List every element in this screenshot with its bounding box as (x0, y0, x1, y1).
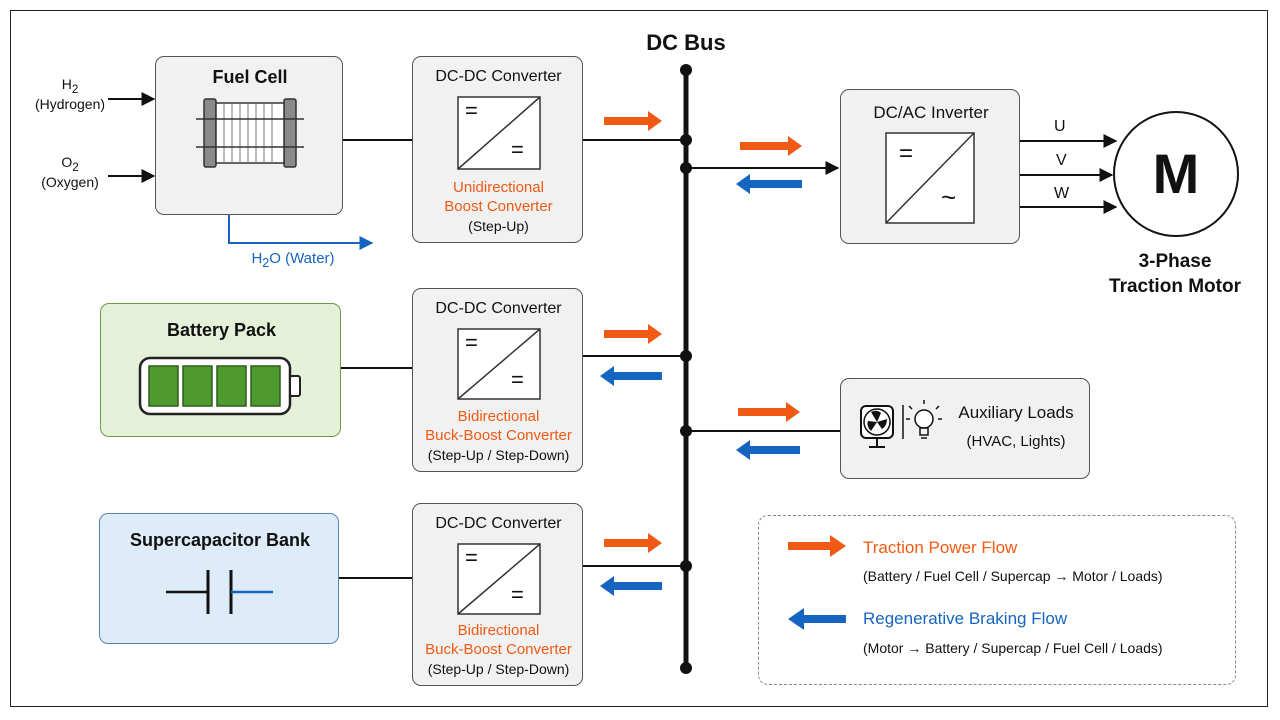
regen-arrow-aux (736, 440, 800, 460)
converter-fc-line2: Boost Converter (444, 198, 553, 215)
water-suffix: O (Water) (269, 250, 335, 267)
traction-arrow-fc (604, 111, 662, 131)
traction-arrow-sc (604, 533, 662, 553)
converter-batt-line2: Buck-Boost Converter (425, 427, 572, 444)
fan-icon (860, 405, 894, 448)
converter-fc-dc-in-symbol: = (465, 98, 478, 123)
inverter-title: DC/AC Inverter (873, 103, 989, 122)
water-prefix: H (251, 250, 263, 267)
supercap-bank-title: Supercapacitor Bank (129, 530, 311, 550)
o2-formula: O (61, 154, 73, 170)
regen-arrow-inverter (736, 174, 802, 194)
dc-bus-title: DC Bus (646, 30, 726, 55)
battery-pack-box: Battery Pack (100, 303, 341, 437)
converter-fc-line3: (Step-Up) (468, 218, 529, 234)
fuel-cell-box: Fuel Cell (155, 56, 343, 215)
converter-sc-title: DC-DC Converter (435, 515, 562, 532)
diagram-frame (10, 10, 1268, 707)
o2-input-label: O2 (Oxygen) (30, 154, 110, 190)
converter-batt-box: DC-DC Converter = = Bidirectional Buck-B… (412, 288, 583, 472)
converter-sc-dc-in-symbol: = (465, 545, 478, 570)
phase-v-label: V (1056, 152, 1067, 169)
regen-arrow-batt (600, 366, 662, 386)
legend-traction-label: Traction Power Flow (863, 538, 1018, 557)
phase-w-label: W (1054, 185, 1070, 202)
aux-loads-title: Auxiliary Loads (958, 403, 1074, 422)
converter-sc-dc-out-symbol: = (511, 582, 524, 607)
legend-regen-arrow (788, 608, 846, 630)
fuel-cell-stack-icon (196, 98, 304, 168)
bus-node-top (680, 64, 692, 76)
inverter-symbol-icon (885, 132, 975, 224)
inverter-dc-symbol: = (899, 140, 914, 167)
converter-fc-box: DC-DC Converter = = Unidirectional Boost… (412, 56, 583, 243)
capacitor-icon (166, 570, 273, 614)
aux-loads-box: Auxiliary Loads (HVAC, Lights) (840, 378, 1090, 479)
converter-fc-dc-out-symbol: = (511, 137, 524, 162)
converter-fc-line1: Unidirectional (453, 179, 544, 196)
o2-name: (Oxygen) (41, 173, 99, 190)
h2-input-label: H2 (Hydrogen) (30, 76, 110, 112)
regen-arrow-sc (600, 576, 662, 596)
water-output-label: H2O (Water) (238, 250, 348, 270)
traction-arrow-aux (738, 402, 800, 422)
traction-arrow-batt (604, 324, 662, 344)
supercap-bank-box: Supercapacitor Bank (99, 513, 339, 644)
motor-circle (1113, 111, 1239, 237)
legend-box: Traction Power Flow (Battery / Fuel Cell… (758, 515, 1236, 685)
converter-sc-line3: (Step-Up / Step-Down) (427, 661, 570, 677)
converter-sc-symbol-icon (457, 543, 541, 615)
motor-label-line1: 3-Phase (1138, 251, 1212, 272)
legend-regen-desc: (Motor → Battery / Supercap / Fuel Cell … (863, 640, 1163, 656)
phase-u-label: U (1054, 118, 1066, 135)
battery-icon (138, 356, 301, 416)
converter-batt-title: DC-DC Converter (435, 300, 562, 317)
aux-icons (860, 400, 942, 448)
traction-arrow-inverter (740, 136, 802, 156)
h2-formula: H (61, 76, 72, 92)
converter-sc-line2: Buck-Boost Converter (425, 641, 572, 658)
converter-batt-symbol-icon (457, 328, 541, 400)
converter-sc-box: DC-DC Converter = = Bidirectional Buck-B… (412, 503, 583, 686)
inverter-ac-symbol: ~ (941, 182, 957, 212)
h2-name: (Hydrogen) (34, 95, 106, 112)
legend-traction-arrow (788, 535, 846, 557)
light-bulb-icon (906, 400, 942, 439)
h2-subscript: 2 (71, 82, 79, 96)
converter-sc-line1: Bidirectional (457, 622, 540, 639)
aux-loads-subtitle: (HVAC, Lights) (966, 433, 1066, 450)
legend-traction-desc: (Battery / Fuel Cell / Supercap → Motor … (863, 568, 1163, 584)
battery-pack-title: Battery Pack (166, 320, 277, 340)
bus-node-bottom (680, 662, 692, 674)
motor-letter: M (1152, 142, 1200, 205)
legend-regen-label: Regenerative Braking Flow (863, 609, 1068, 628)
converter-batt-line3: (Step-Up / Step-Down) (427, 447, 570, 463)
converter-fc-symbol-icon (457, 96, 541, 170)
converter-batt-dc-out-symbol: = (511, 367, 524, 392)
converter-batt-line1: Bidirectional (457, 408, 540, 425)
water-subscript: 2 (262, 256, 270, 270)
inverter-box: DC/AC Inverter = ~ (840, 89, 1020, 244)
converter-fc-title: DC-DC Converter (435, 68, 562, 85)
fuel-cell-title: Fuel Cell (212, 67, 288, 87)
converter-batt-dc-in-symbol: = (465, 330, 478, 355)
o2-subscript: 2 (72, 160, 79, 174)
motor-label-line2: Traction Motor (1109, 276, 1241, 297)
